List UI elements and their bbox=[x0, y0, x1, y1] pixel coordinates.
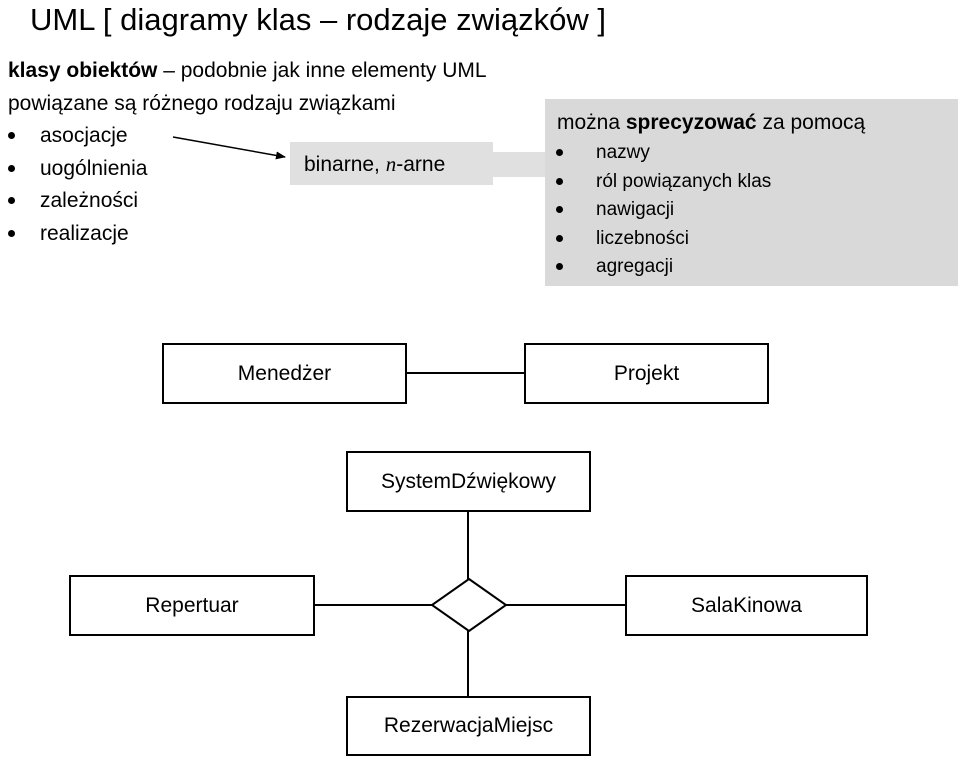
relation-kind-item: asocjacje bbox=[8, 123, 147, 156]
class-box-system-dzwiekowy: SystemDźwiękowy bbox=[346, 451, 591, 512]
relation-kind-item: realizacje bbox=[8, 221, 147, 254]
specification-item: nawigacji bbox=[556, 198, 771, 227]
page-title: UML [ diagramy klas – rodzaje związków ] bbox=[30, 2, 606, 37]
arity-n: n bbox=[385, 152, 397, 176]
class-box-sala-kinowa: SalaKinowa bbox=[625, 575, 868, 636]
arity-label: binarne, n-arne bbox=[304, 151, 445, 178]
pointer-arrow bbox=[172, 136, 286, 160]
arity-suffix: -arne bbox=[396, 153, 446, 176]
specification-prefix: można bbox=[557, 111, 626, 134]
specification-item: liczebności bbox=[556, 227, 771, 256]
class-box-projekt: Projekt bbox=[524, 343, 769, 404]
arity-box bbox=[290, 142, 493, 185]
class-box-menedzer: Menedżer bbox=[162, 343, 407, 404]
class-name: RezerwacjaMiejsc bbox=[383, 714, 554, 737]
intro-line-1: klasy obiektów – podobnie jak inne eleme… bbox=[8, 58, 487, 84]
class-name: SalaKinowa bbox=[691, 593, 802, 617]
specification-panel bbox=[545, 99, 958, 286]
intro-bold-term: klasy obiektów bbox=[8, 59, 158, 82]
specification-suffix: za pomocą bbox=[756, 111, 866, 134]
arity-prefix: binarne, bbox=[304, 153, 386, 176]
specification-bold: sprecyzować bbox=[625, 111, 757, 134]
intro-line-2: powiązane są różnego rodzaju związkami bbox=[8, 92, 396, 115]
relation-kind-item: uogólnienia bbox=[8, 156, 147, 189]
intro-line-1-rest: – podobnie jak inne elementy UML bbox=[157, 59, 487, 82]
specification-item: ról powiązanych klas bbox=[556, 170, 771, 199]
arity-connector bbox=[493, 152, 545, 177]
class-name: SystemDźwiękowy bbox=[380, 469, 557, 493]
class-name: Repertuar bbox=[145, 593, 239, 617]
specification-list: nazwy ról powiązanych klas nawigacji lic… bbox=[556, 141, 771, 284]
relation-kinds-list: asocjacje uogólnienia zależności realiza… bbox=[8, 123, 147, 253]
class-name: Menedżer bbox=[237, 361, 332, 385]
nary-association-diamond bbox=[430, 577, 508, 633]
specification-item: nazwy bbox=[556, 141, 771, 170]
specification-item: agregacji bbox=[556, 255, 771, 284]
class-box-rezerwacja-miejsc: RezerwacjaMiejsc bbox=[346, 696, 591, 756]
relation-kind-item: zależności bbox=[8, 188, 147, 221]
class-name: Projekt bbox=[613, 361, 680, 385]
specification-heading: można sprecyzować za pomocą bbox=[557, 110, 865, 136]
class-box-repertuar: Repertuar bbox=[69, 575, 315, 636]
